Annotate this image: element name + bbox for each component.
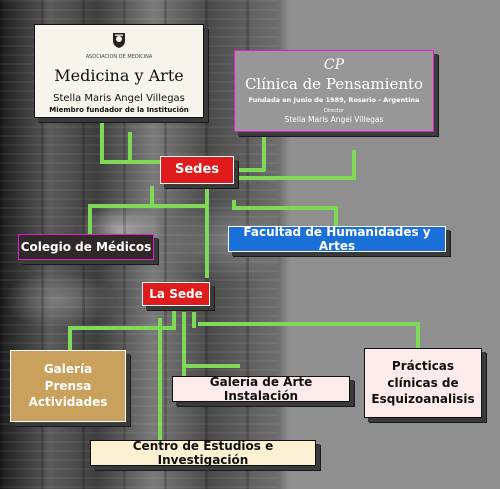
medicina-subtitle: Miembro fundador de la Institución — [49, 106, 189, 114]
connector-lasede-arte-v — [182, 312, 186, 384]
practicas-line-2: clínicas de — [387, 375, 459, 390]
galeria-arte-label: Galería de Arte Instalación — [209, 374, 313, 403]
connector-sedes-colegio-h — [88, 204, 208, 208]
connector-lasede-practicas-h — [198, 322, 418, 326]
connector-sedes-clinica-v2 — [352, 150, 356, 180]
centro-de-estudios-button[interactable]: Centro de Estudios e Investigación — [90, 438, 316, 467]
connector-medicina-sedes-2 — [128, 132, 132, 164]
practicas-line-3: Esquizoanalisis — [371, 392, 475, 407]
connector-sedes-colegio-v2 — [150, 186, 154, 208]
medicina-title: Medicina y Arte — [54, 66, 184, 85]
connector-sedes-clinica-h2 — [236, 176, 356, 180]
centro-label: Centro de Estudios e Investigación — [132, 438, 274, 467]
practicas-line-1: Prácticas — [391, 358, 455, 373]
galeria-line-3: Actividades — [28, 395, 108, 410]
la-sede-label: La Sede — [149, 286, 203, 301]
connector-lasede-arte-v2 — [192, 312, 196, 328]
connector-lasede-galeria-v — [68, 326, 72, 350]
connector-lasede-arte-h — [182, 364, 240, 368]
clinica-founded: Fundada en Junio de 1989, Rosario - Arge… — [248, 96, 420, 104]
connector-lasede-centro — [158, 318, 162, 440]
clinica-director-name: Stella Maris Angel Villegas — [284, 115, 384, 124]
clinica-director-label: Director — [323, 108, 345, 114]
connector-sedes-facultad-v2 — [334, 206, 338, 226]
crest-icon — [113, 33, 125, 48]
medicina-y-arte-card[interactable]: ASOCIACION DE MEDICINA Medicina y Arte S… — [34, 24, 204, 118]
connector-sedes-lasede — [205, 186, 209, 278]
la-sede-button[interactable]: La Sede — [142, 282, 210, 306]
clinica-card[interactable]: CP Clínica de Pensamiento Fundada en Jun… — [234, 50, 434, 132]
facultad-label: Facultad de Humanidades y Artes — [243, 224, 431, 253]
medicina-name: Stella Maris Angel Villegas — [53, 93, 185, 104]
facultad-button[interactable]: Facultad de Humanidades y Artes — [228, 224, 446, 253]
practicas-clinicas-button[interactable]: Prácticas clínicas de Esquizoanalisis — [364, 348, 482, 418]
connector-sedes-facultad-h — [232, 206, 338, 210]
medicina-org-label: ASOCIACION DE MEDICINA — [85, 54, 153, 60]
galeria-prensa-actividades-button[interactable]: Galería Prensa Actividades — [10, 350, 126, 422]
clinica-logo-icon: CP — [323, 57, 345, 73]
galeria-line-2: Prensa — [44, 378, 92, 393]
connector-lasede-galeria-v2 — [172, 308, 176, 330]
colegio-label: Colegio de Médicos — [20, 239, 152, 254]
galeria-line-1: Galería — [43, 361, 93, 376]
connector-sedes-facultad-v — [232, 200, 236, 210]
connector-sedes-colegio-v — [88, 204, 92, 238]
galeria-de-arte-button[interactable]: Galería de Arte Instalación — [172, 374, 350, 403]
connector-medicina-sedes — [100, 120, 104, 164]
connector-sedes-clinica-v — [262, 135, 266, 171]
sedes-label: Sedes — [174, 162, 220, 178]
clinica-title: Clínica de Pensamiento — [244, 75, 424, 93]
colegio-de-medicos-button[interactable]: Colegio de Médicos — [18, 234, 154, 260]
connector-lasede-practicas-v — [416, 322, 420, 348]
connector-lasede-galeria-h — [68, 326, 174, 330]
sedes-button[interactable]: Sedes — [160, 156, 234, 184]
connector-sedes-clinica-h — [233, 168, 265, 172]
